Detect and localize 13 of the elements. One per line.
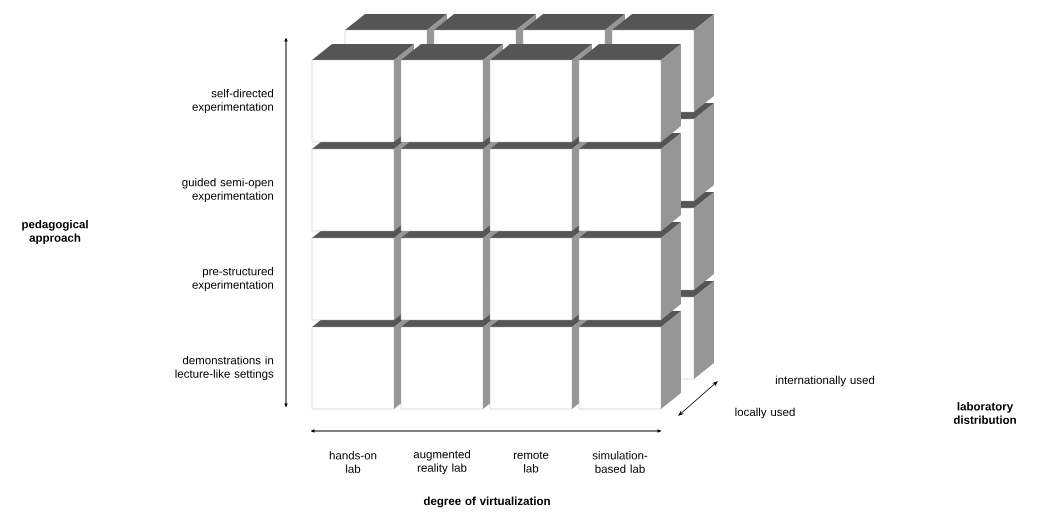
row-label: self-directed experimentation — [192, 88, 274, 114]
column-label: augmented reality lab — [413, 449, 470, 475]
column-label: simulation-based lab — [592, 451, 648, 473]
column-label: remote lab — [513, 451, 549, 473]
depth-label: locally used — [735, 407, 795, 419]
row-label: pre-structured experimentation — [192, 266, 274, 292]
axis-title: pedagogical approach — [22, 219, 88, 245]
axis-title: laboratory distribution — [953, 402, 1016, 424]
axis-title: degree of virtualization — [423, 496, 550, 508]
row-label: guided semi-open experimentation — [182, 177, 274, 203]
column-label: hands-on lab — [329, 451, 377, 473]
depth-label: internationally used — [775, 375, 875, 387]
row-label: demonstrations in lecture-like settings — [175, 355, 274, 381]
